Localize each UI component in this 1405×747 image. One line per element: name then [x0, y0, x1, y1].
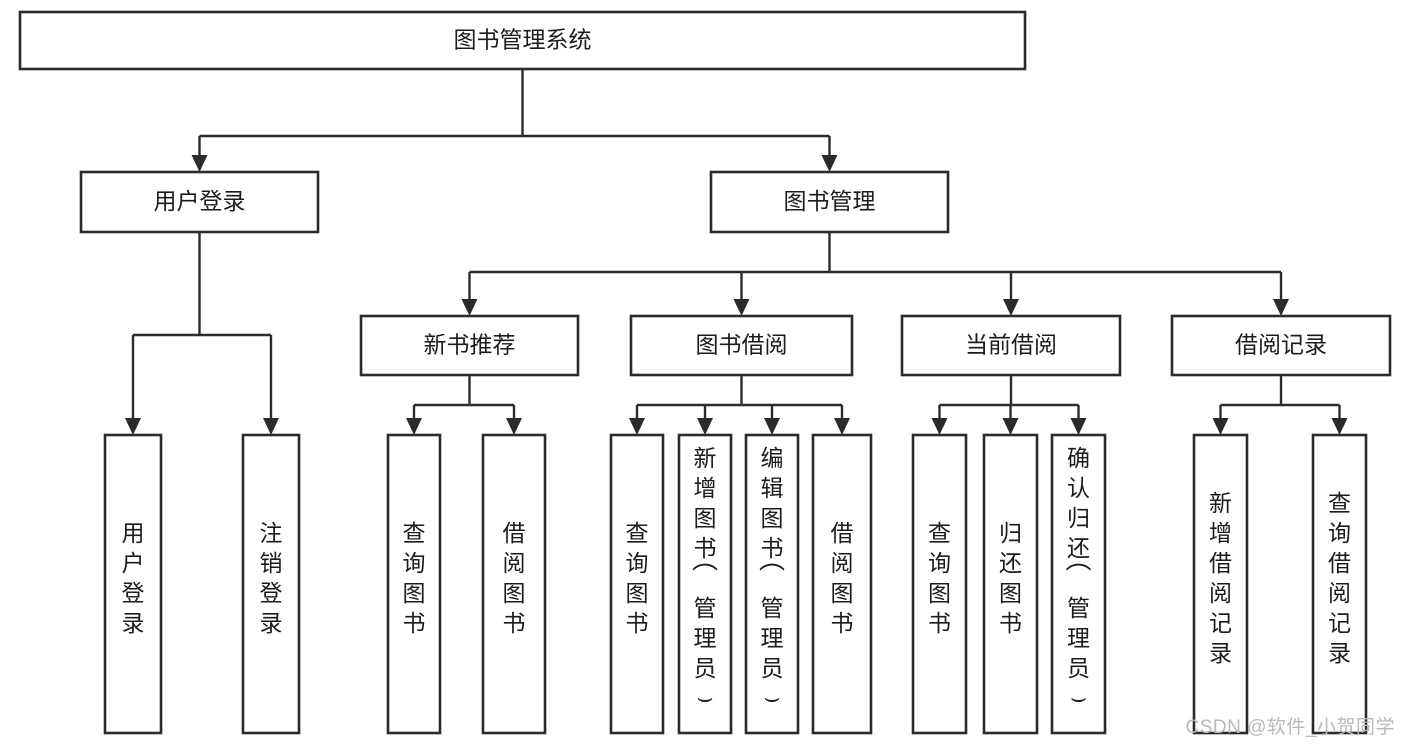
node-label-leaf-query-book-1: 查询图书	[403, 520, 426, 636]
arrow-head-icon	[697, 418, 713, 435]
node-leaf-confirm-return[interactable]: 确认归还⌒管理员⌣	[1050, 433, 1107, 735]
node-label-borrow-record: 借阅记录	[1235, 332, 1327, 358]
node-box-leaf-edit-book[interactable]	[744, 433, 800, 735]
node-box-leaf-query-book-1[interactable]	[386, 433, 442, 735]
node-box-user-login[interactable]	[79, 170, 320, 234]
node-label-leaf-user-login: 用户登录	[122, 520, 145, 636]
node-leaf-query-record[interactable]: 查询借阅记录	[1311, 433, 1368, 735]
arrow-head-icon	[506, 418, 522, 435]
node-leaf-add-book[interactable]: 新增图书⌒管理员⌣	[677, 433, 733, 735]
node-leaf-query-book-1[interactable]: 查询图书	[386, 433, 442, 735]
node-leaf-logout[interactable]: 注销登录	[241, 433, 301, 735]
node-label-leaf-borrow-book-2: 借阅图书	[831, 520, 854, 636]
node-label-leaf-return-book: 归还图书	[999, 520, 1022, 636]
node-box-leaf-logout[interactable]	[241, 433, 301, 735]
node-leaf-query-book-2[interactable]: 查询图书	[609, 433, 665, 735]
node-box-borrow-record[interactable]	[1170, 314, 1392, 377]
node-new-book-rec[interactable]: 新书推荐	[359, 314, 580, 377]
connector-group-book-borrow	[629, 375, 850, 435]
connector-group-borrow-record	[1212, 375, 1348, 435]
node-leaf-user-login[interactable]: 用户登录	[103, 433, 163, 735]
connector-group-root	[191, 69, 838, 172]
arrow-head-icon	[733, 299, 750, 316]
node-label-book-manage: 图书管理	[784, 188, 876, 214]
arrow-head-icon	[406, 418, 422, 435]
node-user-login[interactable]: 用户登录	[79, 170, 320, 234]
connector-group-user-login	[125, 232, 279, 435]
node-label-root: 图书管理系统	[454, 27, 592, 53]
node-label-leaf-query-record: 查询借阅记录	[1328, 490, 1351, 666]
node-box-leaf-add-book[interactable]	[677, 433, 733, 735]
arrow-head-icon	[931, 418, 948, 435]
node-box-new-book-rec[interactable]	[359, 314, 580, 377]
node-leaf-edit-book[interactable]: 编辑图书⌒管理员⌣	[744, 433, 800, 735]
arrow-head-icon	[1070, 418, 1087, 435]
node-box-leaf-query-book-2[interactable]	[609, 433, 665, 735]
arrow-head-icon	[821, 155, 838, 172]
connector-group-current-borrow	[931, 375, 1087, 435]
node-label-book-borrow: 图书借阅	[696, 332, 788, 358]
arrow-head-icon	[125, 418, 141, 435]
node-leaf-add-record[interactable]: 新增借阅记录	[1192, 433, 1249, 735]
arrow-head-icon	[834, 418, 850, 435]
node-label-leaf-query-book-3: 查询图书	[928, 520, 951, 636]
node-leaf-borrow-book-2[interactable]: 借阅图书	[811, 433, 873, 735]
arrow-head-icon	[1002, 418, 1019, 435]
node-label-new-book-rec: 新书推荐	[424, 332, 516, 358]
arrow-head-icon	[191, 155, 208, 172]
node-label-leaf-borrow-book-1: 借阅图书	[503, 520, 526, 636]
node-box-leaf-return-book[interactable]	[982, 433, 1039, 735]
node-borrow-record[interactable]: 借阅记录	[1170, 314, 1392, 377]
connector-layer	[125, 69, 1348, 435]
arrow-head-icon	[1273, 299, 1289, 316]
node-box-current-borrow[interactable]	[900, 314, 1122, 377]
arrow-head-icon	[263, 418, 279, 435]
node-layer: 图书管理系统用户登录图书管理新书推荐图书借阅当前借阅借阅记录用户登录注销登录查询…	[18, 10, 1392, 735]
node-leaf-borrow-book-1[interactable]: 借阅图书	[481, 433, 547, 735]
node-box-root[interactable]	[18, 10, 1027, 71]
node-box-leaf-user-login[interactable]	[103, 433, 163, 735]
arrow-head-icon	[1003, 299, 1019, 316]
arrow-head-icon	[629, 418, 645, 435]
node-label-leaf-add-record: 新增借阅记录	[1209, 490, 1232, 666]
node-label-current-borrow: 当前借阅	[965, 332, 1057, 358]
node-leaf-return-book[interactable]: 归还图书	[982, 433, 1039, 735]
connector-group-new-book-rec	[406, 375, 522, 435]
node-box-leaf-confirm-return[interactable]	[1050, 433, 1107, 735]
node-label-user-login: 用户登录	[154, 188, 246, 214]
node-label-leaf-logout: 注销登录	[260, 520, 283, 636]
node-box-leaf-query-book-3[interactable]	[911, 433, 968, 735]
node-box-leaf-query-record[interactable]	[1311, 433, 1368, 735]
node-box-leaf-borrow-book-2[interactable]	[811, 433, 873, 735]
arrow-head-icon	[764, 418, 780, 435]
connector-group-book-manage	[461, 232, 1289, 316]
node-box-book-borrow[interactable]	[629, 314, 854, 377]
node-leaf-query-book-3[interactable]: 查询图书	[911, 433, 968, 735]
node-box-leaf-add-record[interactable]	[1192, 433, 1249, 735]
node-label-leaf-confirm-return: 确认归还⌒管理员⌣	[1065, 445, 1091, 712]
watermark-text: CSDN @软件_小贺同学	[1185, 717, 1395, 738]
node-label-leaf-query-book-2: 查询图书	[626, 520, 649, 636]
node-root[interactable]: 图书管理系统	[18, 10, 1027, 71]
node-box-book-manage[interactable]	[709, 170, 950, 234]
node-current-borrow[interactable]: 当前借阅	[900, 314, 1122, 377]
node-book-borrow[interactable]: 图书借阅	[629, 314, 854, 377]
arrow-head-icon	[1331, 418, 1348, 435]
node-box-leaf-borrow-book-1[interactable]	[481, 433, 547, 735]
node-label-leaf-edit-book: 编辑图书⌒管理员⌣	[759, 445, 785, 712]
node-label-leaf-add-book: 新增图书⌒管理员⌣	[692, 445, 718, 712]
arrow-head-icon	[461, 299, 478, 316]
arrow-head-icon	[1212, 418, 1229, 435]
node-book-manage[interactable]: 图书管理	[709, 170, 950, 234]
